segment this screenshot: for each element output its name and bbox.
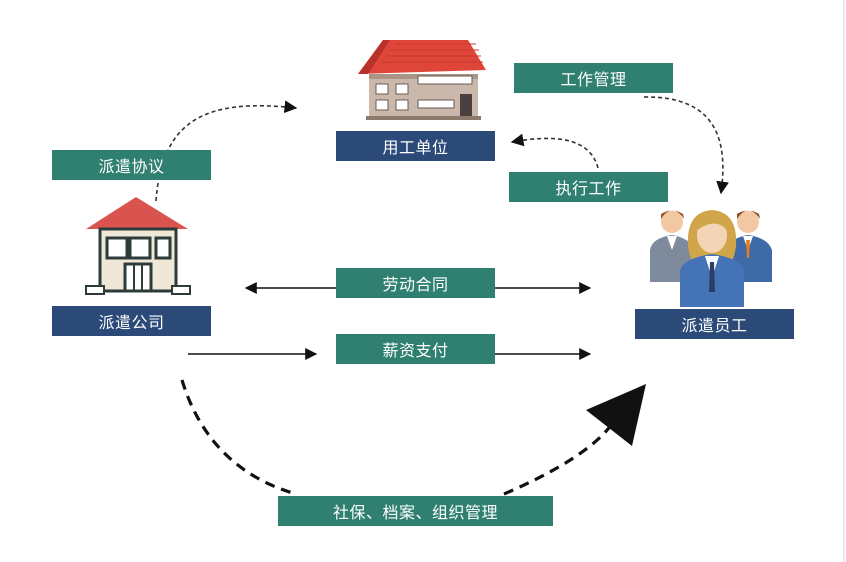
arrow-social-arc-right [503, 423, 614, 496]
dispatch-agreement-label: 派遣协议 [52, 150, 211, 180]
office-building-icon [358, 40, 486, 120]
arrow-employer-to-employees [643, 96, 729, 195]
agency-label: 派遣公司 [52, 306, 211, 336]
arrow-employees-to-employer [510, 133, 599, 169]
salary-payment-label: 薪资支付 [336, 334, 495, 364]
perform-work-label: 执行工作 [509, 172, 668, 202]
arrow-agency-to-employer [155, 100, 298, 202]
employees-label: 派遣员工 [635, 309, 794, 339]
work-management-label: 工作管理 [514, 63, 673, 93]
labor-contract-label: 劳动合同 [336, 268, 495, 298]
house-icon [85, 197, 191, 295]
social-management-label: 社保、档案、组织管理 [278, 496, 553, 526]
right-edge-divider [843, 0, 845, 562]
employees-group-icon [650, 210, 772, 307]
employer-label: 用工单位 [336, 131, 495, 161]
arrow-social-arrowhead [586, 384, 646, 446]
arrow-social-arc-left [180, 379, 297, 496]
